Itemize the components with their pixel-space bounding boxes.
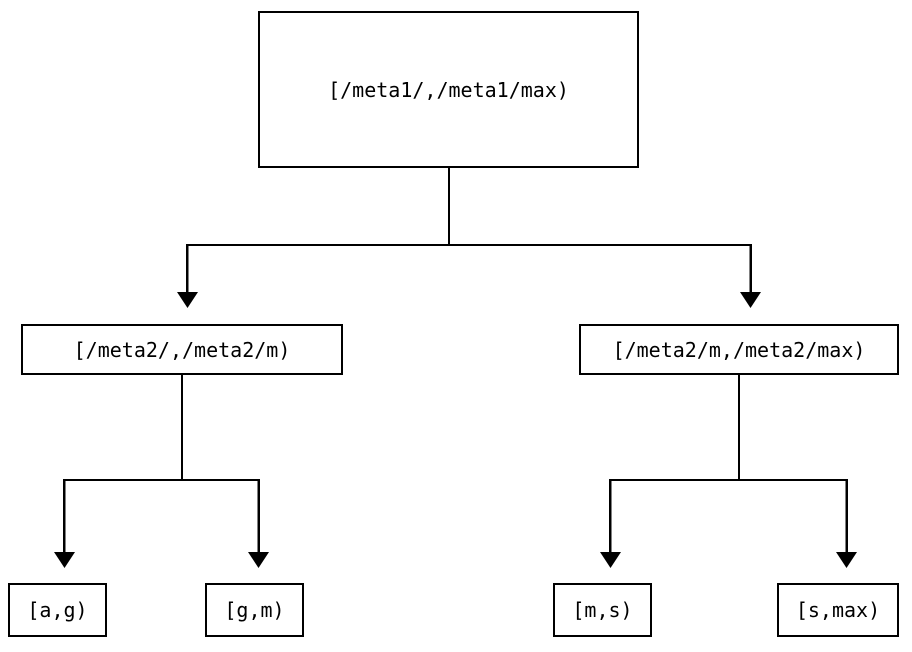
arrowhead-to-leaf-3 (836, 552, 857, 568)
arrowhead-to-leaf-0 (54, 552, 75, 568)
arrowhead-to-mid-right (740, 292, 761, 308)
tree-node-meta2-lower-label: [/meta2/,/meta2/m) (73, 337, 291, 362)
tree-leaf-g-m[interactable]: [g,m) (205, 583, 304, 637)
edge-group-root (177, 168, 761, 308)
tree-node-root-label: [/meta1/,/meta1/max) (328, 77, 569, 102)
arrowhead-to-mid-left (177, 292, 198, 308)
edge-group-mid-right (600, 375, 857, 568)
tree-leaf-a-g-label: [a,g) (27, 598, 88, 622)
tree-node-root[interactable]: [/meta1/,/meta1/max) (258, 11, 639, 168)
tree-node-meta2-upper-label: [/meta2/m,/meta2/max) (612, 337, 866, 362)
arrowhead-to-leaf-2 (600, 552, 621, 568)
tree-leaf-a-g[interactable]: [a,g) (8, 583, 107, 637)
tree-node-meta2-upper[interactable]: [/meta2/m,/meta2/max) (579, 324, 899, 375)
tree-leaf-s-max-label: [s,max) (795, 598, 881, 622)
tree-leaf-g-m-label: [g,m) (224, 598, 285, 622)
tree-leaf-s-max[interactable]: [s,max) (777, 583, 899, 637)
tree-node-meta2-lower[interactable]: [/meta2/,/meta2/m) (21, 324, 343, 375)
arrowhead-to-leaf-1 (248, 552, 269, 568)
tree-leaf-m-s[interactable]: [m,s) (553, 583, 652, 637)
tree-leaf-m-s-label: [m,s) (572, 598, 633, 622)
edge-group-mid-left (54, 375, 269, 568)
